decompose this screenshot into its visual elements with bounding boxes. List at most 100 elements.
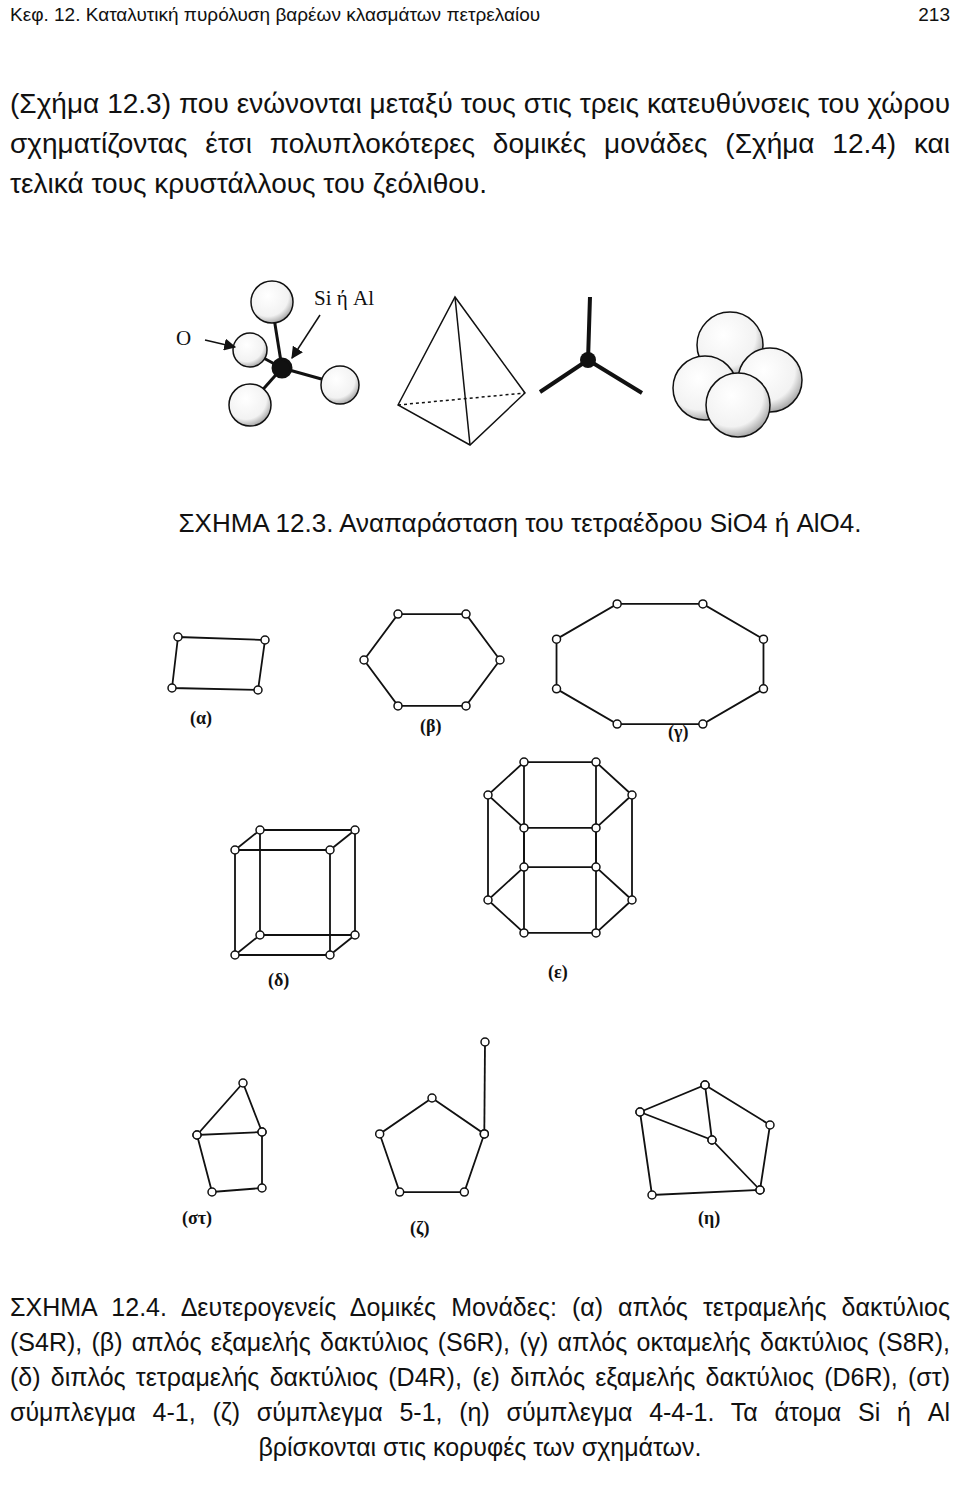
vertex-atom bbox=[708, 1136, 716, 1144]
ring-structures bbox=[168, 600, 774, 1199]
ring-edge bbox=[380, 1098, 485, 1192]
figure-letter: (γ) bbox=[668, 722, 718, 743]
vertex-atom bbox=[484, 791, 492, 799]
vertex-atom bbox=[376, 1130, 384, 1138]
vertex-atom bbox=[592, 824, 600, 832]
vertex-atom bbox=[592, 758, 600, 766]
page-number: 213 bbox=[870, 4, 950, 26]
vertex-atom bbox=[480, 1130, 488, 1138]
vertex-atom bbox=[394, 702, 402, 710]
vertex-atom bbox=[193, 1131, 201, 1139]
ring-edge bbox=[235, 935, 260, 955]
vertex-atom bbox=[261, 636, 269, 644]
vertex-atom bbox=[699, 600, 707, 608]
vertex-atom bbox=[208, 1188, 216, 1196]
vertex-atom bbox=[708, 1136, 716, 1144]
vertex-atom bbox=[481, 1038, 489, 1046]
vertex-atom bbox=[701, 1081, 709, 1089]
vertex-atom bbox=[462, 610, 470, 618]
vertex-atom bbox=[520, 929, 528, 937]
vertex-atom bbox=[460, 1188, 468, 1196]
vertex-atom bbox=[360, 656, 368, 664]
vertex-atom bbox=[520, 824, 528, 832]
vertex-atom bbox=[231, 846, 239, 854]
figure-letter: (ζ) bbox=[410, 1218, 460, 1239]
vertex-atom bbox=[351, 826, 359, 834]
ring-edge bbox=[488, 867, 632, 933]
atom-label: O bbox=[176, 326, 206, 351]
vertex-atom bbox=[394, 610, 402, 618]
vertex-atom bbox=[326, 846, 334, 854]
ring-edge bbox=[640, 1085, 770, 1195]
vertex-atom bbox=[553, 685, 561, 693]
vertex-atom bbox=[239, 1079, 247, 1087]
ring-edge bbox=[631, 795, 633, 900]
space-filling-model bbox=[673, 312, 802, 437]
vertex-atom bbox=[766, 1121, 774, 1129]
vertex-atom bbox=[326, 951, 334, 959]
vertex-atom bbox=[636, 1108, 644, 1116]
vertex-atom bbox=[592, 929, 600, 937]
figure-caption: ΣΧΗΜΑ 12.3. Αναπαράσταση του τετραέδρου … bbox=[130, 508, 910, 539]
vertex-atom bbox=[520, 863, 528, 871]
ring-edge bbox=[260, 830, 355, 935]
ring-edge bbox=[483, 1042, 485, 1134]
ring-edge bbox=[197, 1132, 262, 1192]
ring-edge bbox=[487, 795, 489, 900]
vertex-atom bbox=[480, 1130, 488, 1138]
vertex-atom bbox=[258, 1184, 266, 1192]
vertex-atom bbox=[648, 1191, 656, 1199]
vertex-atom bbox=[636, 1108, 644, 1116]
figure-letter: (στ) bbox=[182, 1208, 242, 1229]
vertex-atom bbox=[231, 951, 239, 959]
ring-edge bbox=[557, 604, 764, 724]
ring-edge bbox=[330, 935, 355, 955]
vertex-atom bbox=[628, 791, 636, 799]
vertex-atom bbox=[613, 600, 621, 608]
vertex-atom bbox=[174, 633, 182, 641]
vertex-atom bbox=[628, 896, 636, 904]
ring-edge bbox=[488, 762, 632, 828]
stick-model bbox=[540, 297, 642, 393]
vertex-atom bbox=[254, 686, 262, 694]
ring-edge bbox=[235, 830, 260, 850]
figure-caption: ΣΧΗΜΑ 12.4. Δευτερογενείς Δομικές Μονάδε… bbox=[10, 1290, 950, 1465]
ring-edge bbox=[364, 614, 500, 706]
vertex-atom bbox=[168, 684, 176, 692]
vertex-atom bbox=[699, 720, 707, 728]
vertex-atom bbox=[613, 720, 621, 728]
vertex-atom bbox=[592, 863, 600, 871]
vertex-atom bbox=[256, 931, 264, 939]
vertex-atom bbox=[496, 656, 504, 664]
vertex-atom bbox=[756, 1186, 764, 1194]
vertex-atom bbox=[428, 1094, 436, 1102]
running-header: Κεφ. 12. Καταλυτική πυρόλυση βαρέων κλασ… bbox=[10, 4, 710, 26]
figure-letter: (β) bbox=[420, 716, 470, 737]
vertex-atom bbox=[701, 1081, 709, 1089]
ring-edge bbox=[595, 762, 597, 867]
ring-edge bbox=[330, 830, 355, 850]
vertex-atom bbox=[193, 1131, 201, 1139]
vertex-atom bbox=[396, 1188, 404, 1196]
ring-edge bbox=[197, 1083, 262, 1135]
vertex-atom bbox=[756, 1186, 764, 1194]
vertex-atom bbox=[258, 1128, 266, 1136]
vertex-atom bbox=[462, 702, 470, 710]
figure-letter: (δ) bbox=[268, 970, 318, 991]
ring-edge bbox=[523, 762, 525, 867]
vertex-atom bbox=[484, 896, 492, 904]
vertex-atom bbox=[351, 931, 359, 939]
ring-edge bbox=[640, 1112, 760, 1190]
tetrahedron bbox=[398, 297, 525, 445]
vertex-atom bbox=[759, 635, 767, 643]
ring-edge bbox=[705, 1085, 712, 1140]
vertex-atom bbox=[520, 758, 528, 766]
vertex-atom bbox=[553, 635, 561, 643]
figure-letter: (α) bbox=[190, 708, 240, 729]
figure-letter: (η) bbox=[698, 1208, 748, 1229]
vertex-atom bbox=[759, 685, 767, 693]
ring-edge bbox=[235, 850, 330, 955]
figure-letter: (ε) bbox=[548, 962, 598, 983]
vertex-atom bbox=[256, 826, 264, 834]
